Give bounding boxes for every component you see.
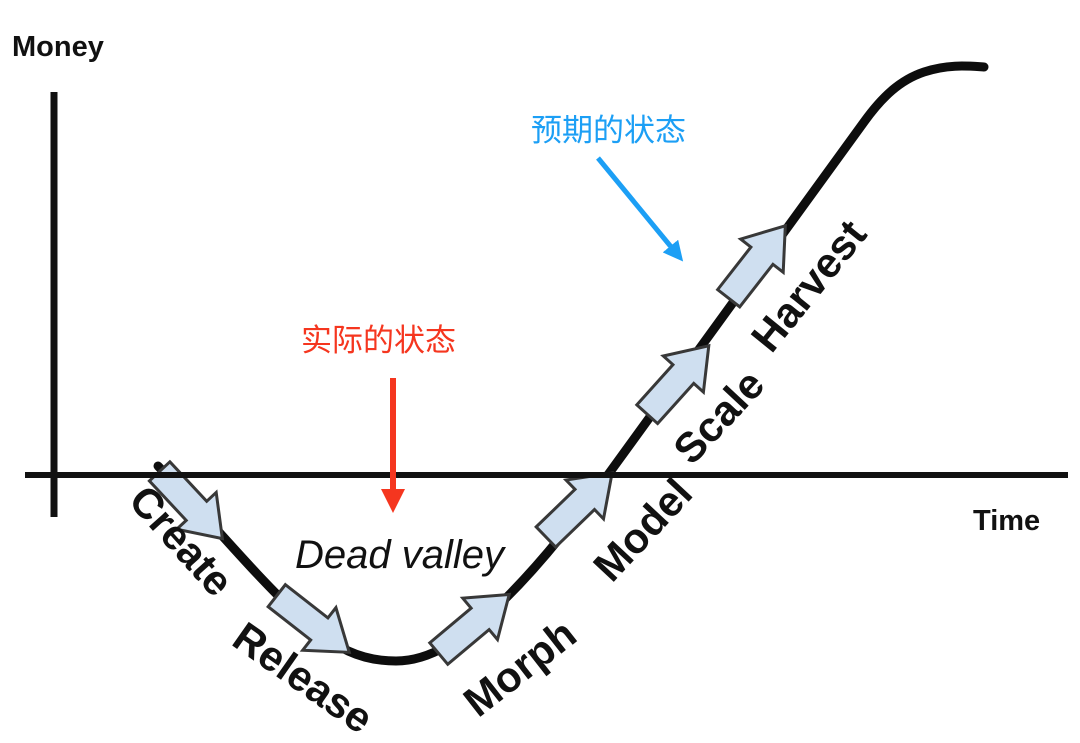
annotation-actual: 实际的状态	[301, 323, 456, 513]
axis-labels: Money Time	[12, 31, 1040, 537]
annotation-expected-arrow	[596, 156, 684, 262]
x-axis-label: Time	[973, 505, 1040, 537]
y-axis-label: Money	[12, 31, 104, 63]
annotation-actual-text: 实际的状态	[301, 323, 456, 358]
money-time-curve	[153, 61, 989, 666]
annotation-expected: 预期的状态	[531, 113, 686, 262]
valley-label: Dead valley	[295, 533, 507, 577]
axes	[25, 92, 1068, 517]
annotation-expected-text: 预期的状态	[531, 113, 686, 148]
